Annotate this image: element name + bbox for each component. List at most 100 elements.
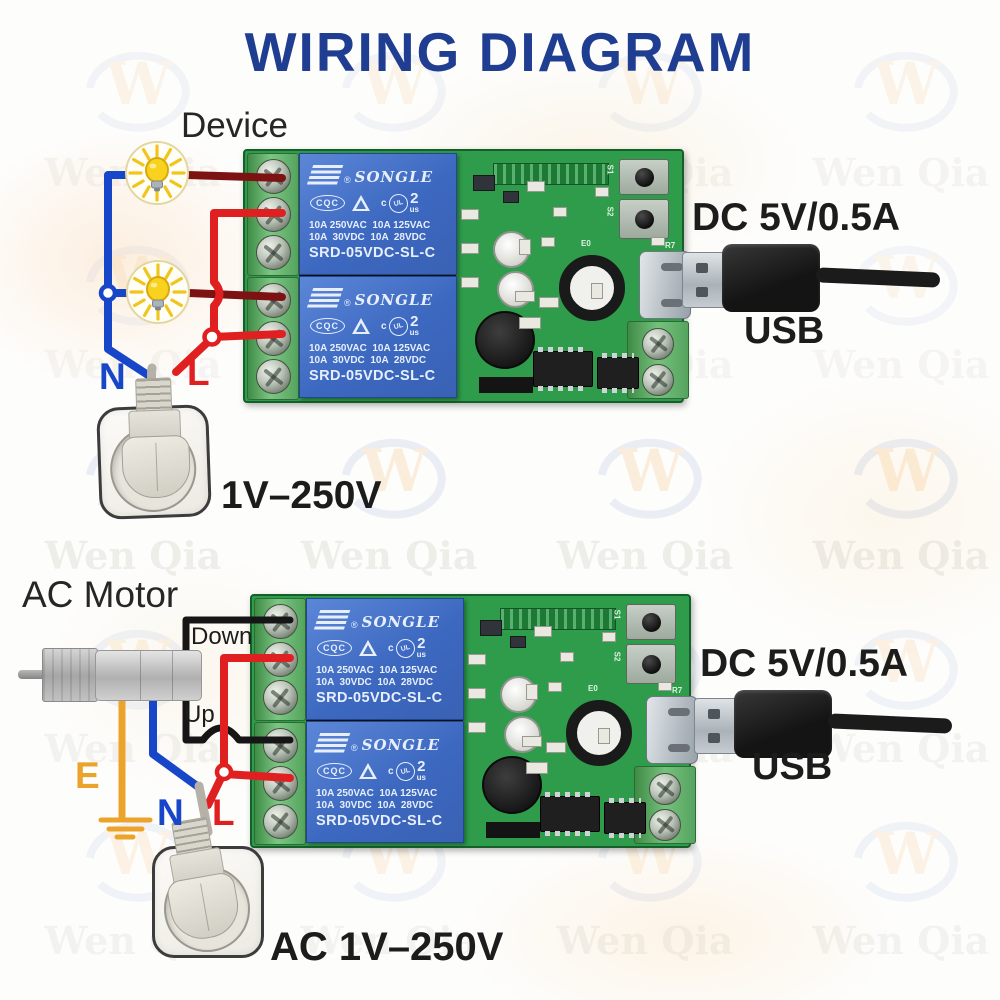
smd-component (526, 684, 538, 700)
ul-logo-icon: UL (393, 636, 417, 660)
smd-component (461, 243, 479, 254)
silkscreen-label: E0 (588, 684, 598, 693)
relay-spec-line: 10A 30VDC 10A 28VDC (309, 232, 427, 243)
power-socket-bottom (152, 816, 264, 958)
relay-model: SRD-05VDC-SL-C (316, 813, 443, 829)
power-spec-label-bottom: DC 5V/0.5A (700, 642, 909, 685)
relay-model: SRD-05VDC-SL-C (309, 368, 436, 384)
relay-spec-line: 10A 250VAC 10A 125VAC (316, 788, 438, 799)
terminal-screw (263, 728, 298, 763)
power-plug-icon (117, 377, 192, 501)
ul-mark-group: c UL 2 us (388, 759, 426, 783)
relay-2: ® SONGLE CQC c UL 2 us 10A 250VAC 10A 12… (306, 721, 464, 843)
terminal-screw (263, 680, 298, 715)
ic-chip (540, 792, 600, 836)
terminal-screw (256, 197, 291, 232)
watermark-logo-icon: W (598, 437, 702, 519)
ul-suffix-group: 2 us (417, 759, 426, 782)
terminal-screw (649, 809, 681, 841)
smd-component (503, 191, 519, 203)
usb-metal-tip (682, 252, 726, 308)
smd-component (468, 722, 486, 733)
live-label-top: L (187, 352, 210, 393)
earth-label: E (75, 755, 100, 796)
watermark-text: Wen Qia (812, 150, 990, 195)
input-terminal-block-2 (254, 722, 306, 845)
ul-suffix: us (416, 650, 426, 659)
smd-component (651, 237, 665, 246)
voltage-range-label-bottom: AC 1V–250V (270, 925, 504, 969)
relay-brand-row: ® SONGLE (300, 154, 456, 185)
silkscreen-label: S1 (605, 164, 615, 175)
ul-suffix: us (409, 205, 419, 214)
neutral-junction-dot (98, 283, 118, 303)
background-haze (460, 830, 900, 1000)
smd-component (510, 636, 526, 648)
songle-logo-icon (313, 733, 351, 753)
device-label: Device (181, 106, 288, 145)
watermark-text: Wen Qia (812, 342, 990, 387)
songle-logo-icon (306, 288, 344, 308)
watermark-logo-icon: W (854, 437, 958, 519)
terminal-screw (256, 359, 291, 394)
background-haze (690, 370, 1000, 660)
relay-module-board-bottom: ® SONGLE CQC c UL 2 us 10A 250VAC 10A 12… (250, 594, 698, 848)
watermark-text: Wen Qia (812, 918, 990, 963)
usb-plug-body (722, 244, 820, 312)
smd-component (480, 620, 502, 636)
relay-cert-row: CQC c UL 2 us (300, 308, 456, 338)
silkscreen-label: S1 (612, 609, 622, 620)
motor-body (95, 650, 202, 701)
silkscreen-label: S2 (605, 206, 615, 217)
relay-brand: SONGLE (354, 291, 434, 309)
ic-chip (533, 347, 593, 391)
neutral-label-top: N (99, 356, 126, 397)
relay-cert-row: CQC c UL 2 us (307, 753, 463, 783)
live-label-bottom: L (212, 792, 235, 833)
silkscreen-label: R7 (672, 686, 683, 695)
watermark-text: Wen Qia (556, 533, 734, 578)
triangle-cert-icon (359, 640, 377, 656)
micro-usb-port (646, 696, 698, 764)
smd-component (526, 762, 548, 774)
ul-prefix: c (381, 197, 387, 209)
antenna-trace (493, 163, 609, 185)
ul-suffix: us (409, 328, 419, 337)
cqc-mark: CQC (310, 318, 345, 334)
registered-trademark: ® (351, 620, 358, 630)
neutral-wire-top (104, 171, 155, 381)
power-socket-top (96, 377, 212, 520)
smd-component (527, 181, 545, 192)
usb-plug-icon-bottom (694, 690, 954, 760)
live-junction-dot (202, 327, 222, 347)
relay-cert-row: CQC c UL 2 us (307, 630, 463, 660)
smd-component (519, 317, 541, 329)
relay-brand-row: ® SONGLE (300, 277, 456, 308)
cqc-mark: CQC (310, 195, 345, 211)
input-terminal-block-1 (254, 598, 306, 721)
smd-component (560, 652, 574, 662)
page-title: WIRING DIAGRAM (244, 21, 756, 83)
down-wire-label: Down (191, 623, 253, 650)
terminal-screw (263, 766, 298, 801)
relay-brand: SONGLE (361, 736, 441, 754)
relay-spec-line: 10A 30VDC 10A 28VDC (309, 355, 427, 366)
smd-component (468, 688, 486, 699)
plug-body (121, 434, 192, 500)
smd-component (519, 239, 531, 255)
smd-component (534, 626, 552, 637)
ul-prefix: c (388, 765, 394, 777)
smd-component (486, 822, 540, 838)
motor-gearhead (42, 648, 98, 702)
svg-text:W: W (617, 437, 684, 505)
tact-button-1 (619, 159, 669, 195)
up-wire-label: Up (184, 701, 215, 728)
cqc-mark: CQC (317, 640, 352, 656)
power-spec-label-top: DC 5V/0.5A (692, 196, 901, 239)
ul-suffix-group: 2 us (409, 314, 419, 337)
usb-label-top: USB (744, 310, 825, 352)
neutral-label-bottom: N (157, 792, 184, 833)
watermark-logo-icon: W (854, 820, 958, 902)
terminal-screw (256, 321, 291, 356)
songle-logo-icon (306, 165, 344, 185)
